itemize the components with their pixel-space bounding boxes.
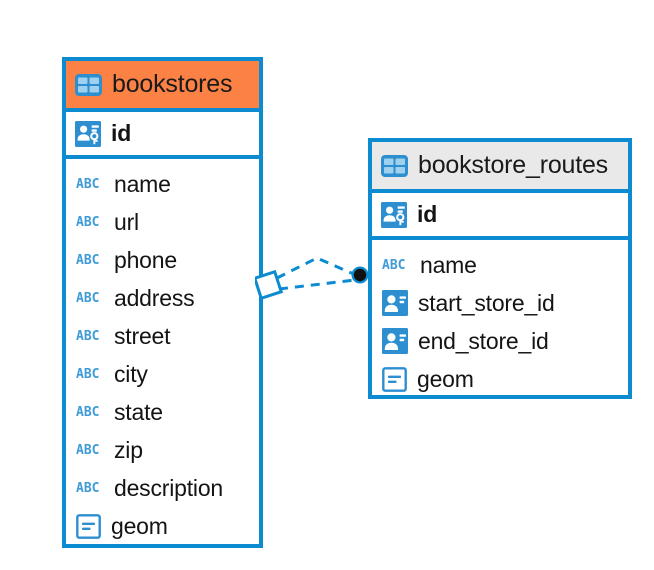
primary-key-row-bookstore-routes[interactable]: id <box>372 193 628 240</box>
table-icon <box>75 73 102 96</box>
field-label: address <box>114 284 195 311</box>
abc-text-icon: ABC <box>76 366 100 382</box>
abc-text-icon: ABC <box>76 328 100 344</box>
relationship-connector[interactable] <box>255 248 385 320</box>
field-row[interactable]: ABC zip <box>66 431 259 469</box>
entity-header-bookstores[interactable]: bookstores <box>66 61 259 112</box>
abc-text-icon: ABC <box>76 214 100 230</box>
field-row[interactable]: ABC address <box>66 279 259 317</box>
field-row[interactable]: start_store_id <box>372 284 628 322</box>
field-row[interactable]: ABC name <box>372 246 628 284</box>
field-row[interactable]: ABC name <box>66 165 259 203</box>
table-icon <box>381 154 408 177</box>
geometry-icon <box>382 366 407 392</box>
primary-key-icon <box>75 120 101 147</box>
relationship-line-upper <box>276 256 359 280</box>
relationship-line-lower <box>278 278 356 291</box>
entity-header-bookstore-routes[interactable]: bookstore_routes <box>372 142 628 193</box>
filled-circle-marker <box>351 266 369 284</box>
field-label: city <box>114 360 148 387</box>
field-row[interactable]: end_store_id <box>372 322 628 360</box>
field-label: street <box>114 322 171 349</box>
field-label: zip <box>114 436 143 463</box>
field-row[interactable]: geom <box>66 507 259 545</box>
field-row[interactable]: ABC street <box>66 317 259 355</box>
abc-text-icon: ABC <box>76 252 100 268</box>
abc-text-icon: ABC <box>382 257 406 273</box>
field-row[interactable]: ABC phone <box>66 241 259 279</box>
field-label: phone <box>114 246 177 273</box>
foreign-key-icon <box>382 328 408 354</box>
field-label: start_store_id <box>418 289 555 316</box>
field-row[interactable]: ABC url <box>66 203 259 241</box>
field-label: geom <box>111 512 168 539</box>
foreign-key-icon <box>382 290 408 316</box>
entity-title: bookstore_routes <box>418 151 608 179</box>
geometry-icon <box>76 513 101 539</box>
primary-key-label: id <box>417 201 438 227</box>
field-label: geom <box>417 365 474 392</box>
field-row[interactable]: ABC description <box>66 469 259 507</box>
primary-key-label: id <box>111 120 132 146</box>
field-list-bookstore-routes: ABC name start_store_id <box>372 240 628 402</box>
field-row[interactable]: geom <box>372 360 628 398</box>
abc-text-icon: ABC <box>76 480 100 496</box>
field-label: description <box>114 474 224 501</box>
field-label: state <box>114 398 163 425</box>
abc-text-icon: ABC <box>76 176 100 192</box>
abc-text-icon: ABC <box>76 404 100 420</box>
entity-bookstore-routes[interactable]: bookstore_routes id ABC name <box>368 138 632 399</box>
primary-key-icon <box>381 201 407 228</box>
field-label: url <box>114 208 139 235</box>
primary-key-row-bookstores[interactable]: id <box>66 112 259 159</box>
field-row[interactable]: ABC city <box>66 355 259 393</box>
field-row[interactable]: ABC state <box>66 393 259 431</box>
field-label: name <box>420 251 477 278</box>
field-list-bookstores: ABC name ABC url ABC phone ABC address A… <box>66 159 259 549</box>
entity-title: bookstores <box>112 70 233 98</box>
field-label: end_store_id <box>418 327 549 354</box>
abc-text-icon: ABC <box>76 290 100 306</box>
field-label: name <box>114 170 171 197</box>
abc-text-icon: ABC <box>76 442 100 458</box>
entity-bookstores[interactable]: bookstores id ABC name <box>62 57 263 548</box>
